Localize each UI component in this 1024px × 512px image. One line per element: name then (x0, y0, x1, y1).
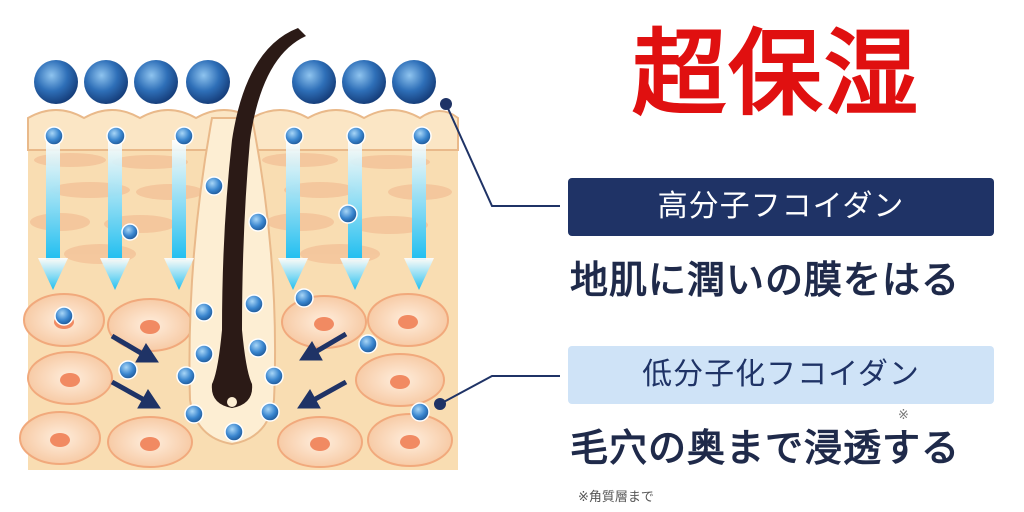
note-mark: ※ (898, 408, 909, 423)
footnote: ※角質層まで (578, 490, 654, 505)
hair-root-hole (227, 397, 237, 407)
high-molecular-fucoidan-label: 高分子フコイダン (568, 178, 994, 236)
page-title: 超保湿 (631, 19, 920, 129)
leader-lines (439, 103, 560, 405)
low-molecular-description: 毛穴の奥まで浸透する (570, 426, 961, 470)
hair-strand (211, 28, 306, 408)
skin-cross-section-diagram (19, 28, 560, 470)
inward-arrows (110, 331, 348, 409)
high-molecular-description: 地肌に潤いの膜をはる (570, 258, 961, 302)
basal-cells (19, 293, 453, 468)
low-molecular-spheres (44, 126, 432, 442)
high-molecular-spheres (34, 60, 436, 104)
leader-dot-high (440, 98, 452, 110)
penetration-arrows (38, 140, 434, 290)
leader-dot-low (434, 398, 446, 410)
low-molecular-fucoidan-label: 低分子化フコイダン (568, 346, 994, 404)
